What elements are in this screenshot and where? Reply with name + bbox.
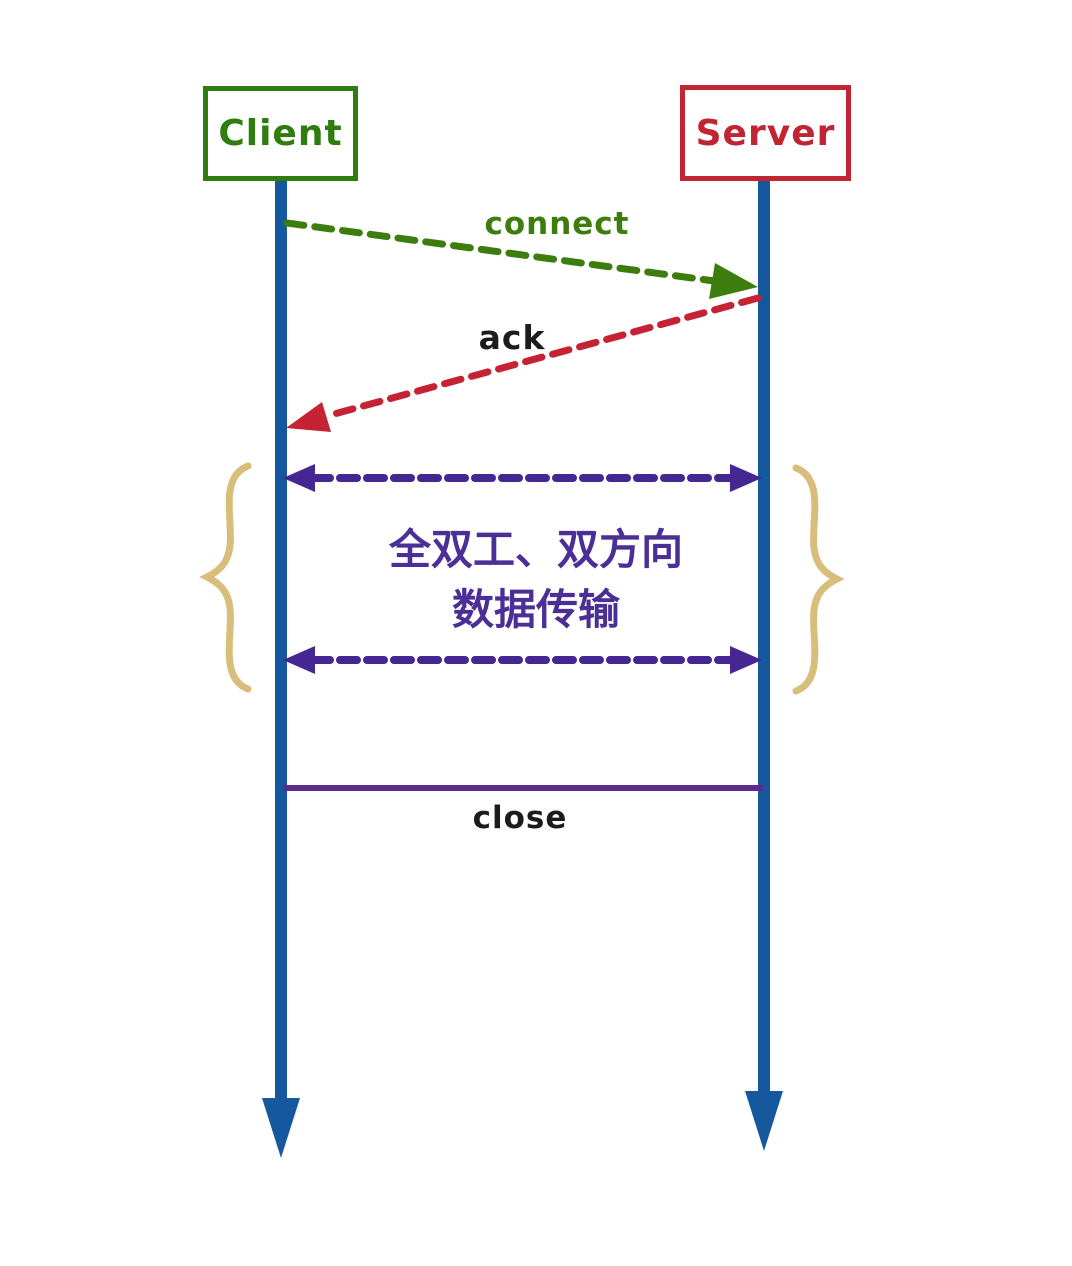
ack-arrow — [286, 294, 762, 432]
client-lifeline-arrowhead — [262, 1098, 300, 1158]
server-actor-box: Server — [680, 85, 851, 181]
connect-message-label: connect — [484, 206, 630, 242]
ack-arrowhead — [286, 402, 331, 432]
duplex-arrow-bottom-right-head — [730, 646, 762, 674]
duplex-arrow-bottom — [283, 646, 762, 674]
duplex-annotation-line-2: 数据传输 — [451, 585, 620, 634]
client-lifeline — [262, 181, 300, 1158]
connect-arrow — [283, 219, 758, 299]
server-actor-label: Server — [695, 112, 836, 154]
left-brace — [199, 462, 252, 693]
duplex-annotation: 全双工、双方向 数据传输 — [316, 520, 756, 640]
server-lifeline-arrowhead — [745, 1091, 783, 1151]
duplex-arrow-top-left-head — [283, 464, 315, 492]
duplex-arrow-top — [283, 464, 762, 492]
connect-arrowhead — [709, 263, 758, 299]
right-brace — [792, 464, 845, 695]
client-actor-label: Client — [218, 113, 343, 154]
server-lifeline — [745, 181, 783, 1151]
duplex-arrow-bottom-left-head — [283, 646, 315, 674]
client-actor-box: Client — [203, 86, 358, 181]
duplex-arrow-top-right-head — [730, 464, 762, 492]
ack-message-label: ack — [478, 318, 546, 357]
duplex-annotation-line-1: 全双工、双方向 — [388, 525, 683, 574]
close-message-label: close — [472, 800, 568, 836]
